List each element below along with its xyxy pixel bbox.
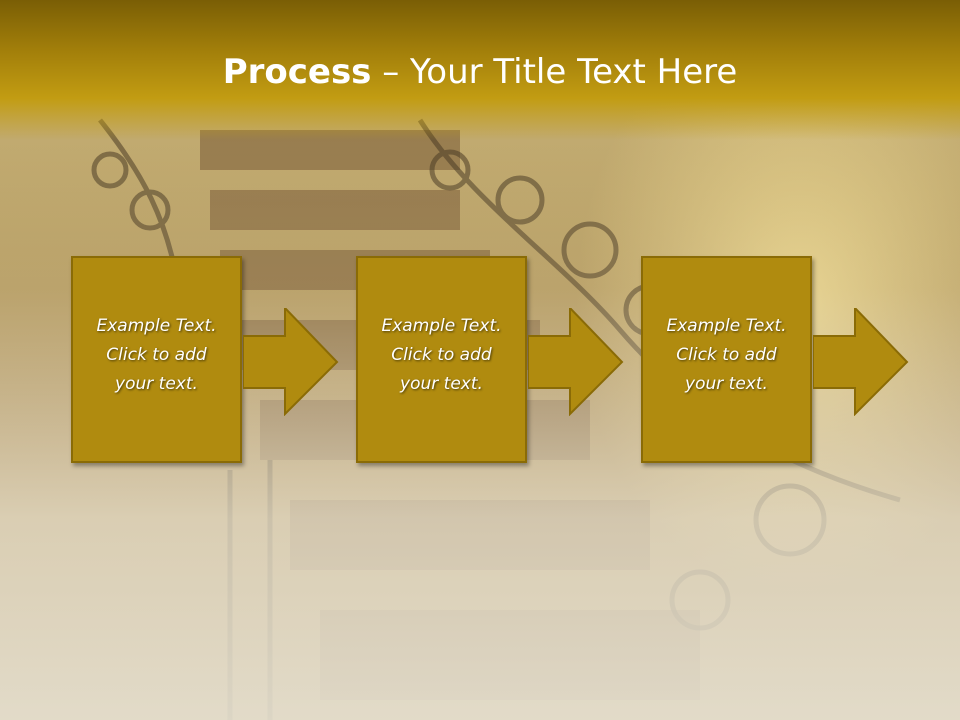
step-box[interactable]	[356, 256, 527, 463]
step-text[interactable]: Example Text. Click to add your text.	[666, 316, 787, 394]
slide-title[interactable]: Process – Your Title Text Here	[0, 52, 960, 92]
step-box[interactable]	[71, 256, 242, 463]
process-step-1[interactable]: Example Text. Click to add your text.	[71, 256, 246, 466]
title-rest: – Your Title Text Here	[371, 52, 738, 92]
process-step-2[interactable]: Example Text. Click to add your text.	[356, 256, 531, 466]
step-text[interactable]: Example Text. Click to add your text.	[381, 316, 502, 394]
title-bold: Process	[222, 52, 372, 92]
right-arrow-icon	[813, 308, 909, 416]
right-arrow-icon	[528, 308, 624, 416]
title-bar	[0, 0, 960, 140]
step-text[interactable]: Example Text. Click to add your text.	[96, 316, 217, 394]
right-arrow-icon	[243, 308, 339, 416]
process-step-3[interactable]: Example Text. Click to add your text.	[641, 256, 816, 466]
step-box[interactable]	[641, 256, 812, 463]
